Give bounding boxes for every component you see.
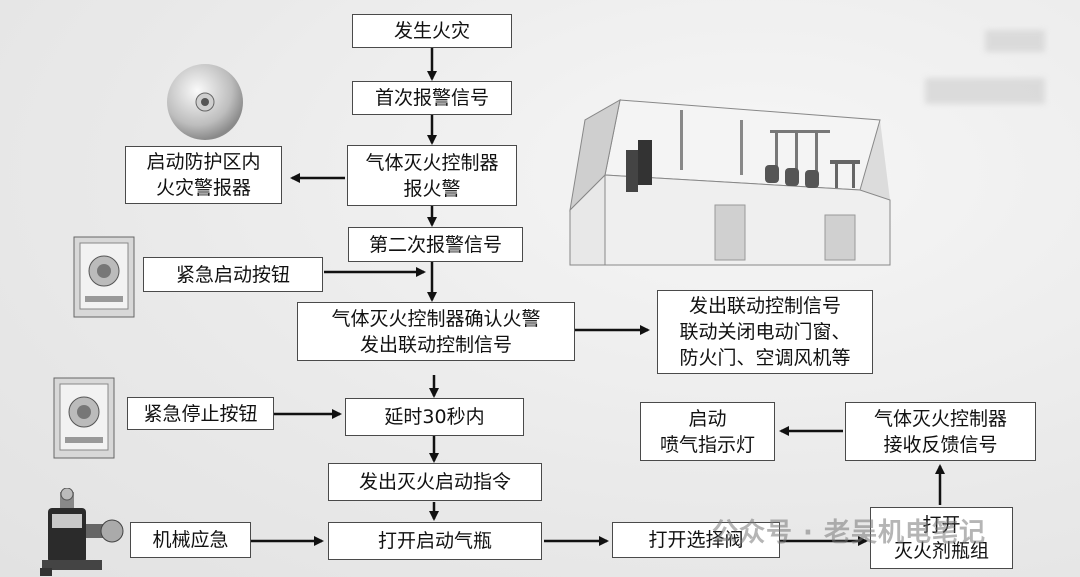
emergency-start-label: 紧急启动按钮 <box>143 257 323 292</box>
step-second-alarm: 第二次报警信号 <box>348 227 523 262</box>
mechanical-actuator-illustration <box>40 488 124 576</box>
alarm-bell-illustration <box>167 64 243 140</box>
step-feedback: 气体灭火控制器 接收反馈信号 <box>845 402 1036 461</box>
emergency-start-button-illustration <box>73 236 135 318</box>
blurred-area <box>985 30 1045 52</box>
mechanical-label: 机械应急 <box>130 522 251 558</box>
step-command: 发出灭火启动指令 <box>328 463 542 501</box>
blurred-area <box>925 78 1045 104</box>
step-linkage: 发出联动控制信号 联动关闭电动门窗、 防火门、空调风机等 <box>657 290 873 374</box>
emergency-stop-label: 紧急停止按钮 <box>127 397 274 430</box>
protected-room-illustration <box>569 99 891 266</box>
step-open-agent: 打开 灭火剂瓶组 <box>870 507 1013 569</box>
watermark: 公众号 · 老吴机电笔记 <box>712 518 986 548</box>
emergency-stop-button-illustration <box>53 377 115 459</box>
step-open-valve: 打开选择阀 <box>612 522 780 558</box>
step-zone-alarm: 启动防护区内 火灾警报器 <box>125 146 282 204</box>
step-confirm: 气体灭火控制器确认火警 发出联动控制信号 <box>297 302 575 361</box>
step-controller-alarm: 气体灭火控制器 报火警 <box>347 145 517 206</box>
step-start-light: 启动 喷气指示灯 <box>640 402 775 461</box>
step-open-cylinder: 打开启动气瓶 <box>328 522 542 560</box>
step-first-alarm: 首次报警信号 <box>352 81 512 115</box>
step-delay: 延时30秒内 <box>345 398 524 436</box>
step-fire: 发生火灾 <box>352 14 512 48</box>
